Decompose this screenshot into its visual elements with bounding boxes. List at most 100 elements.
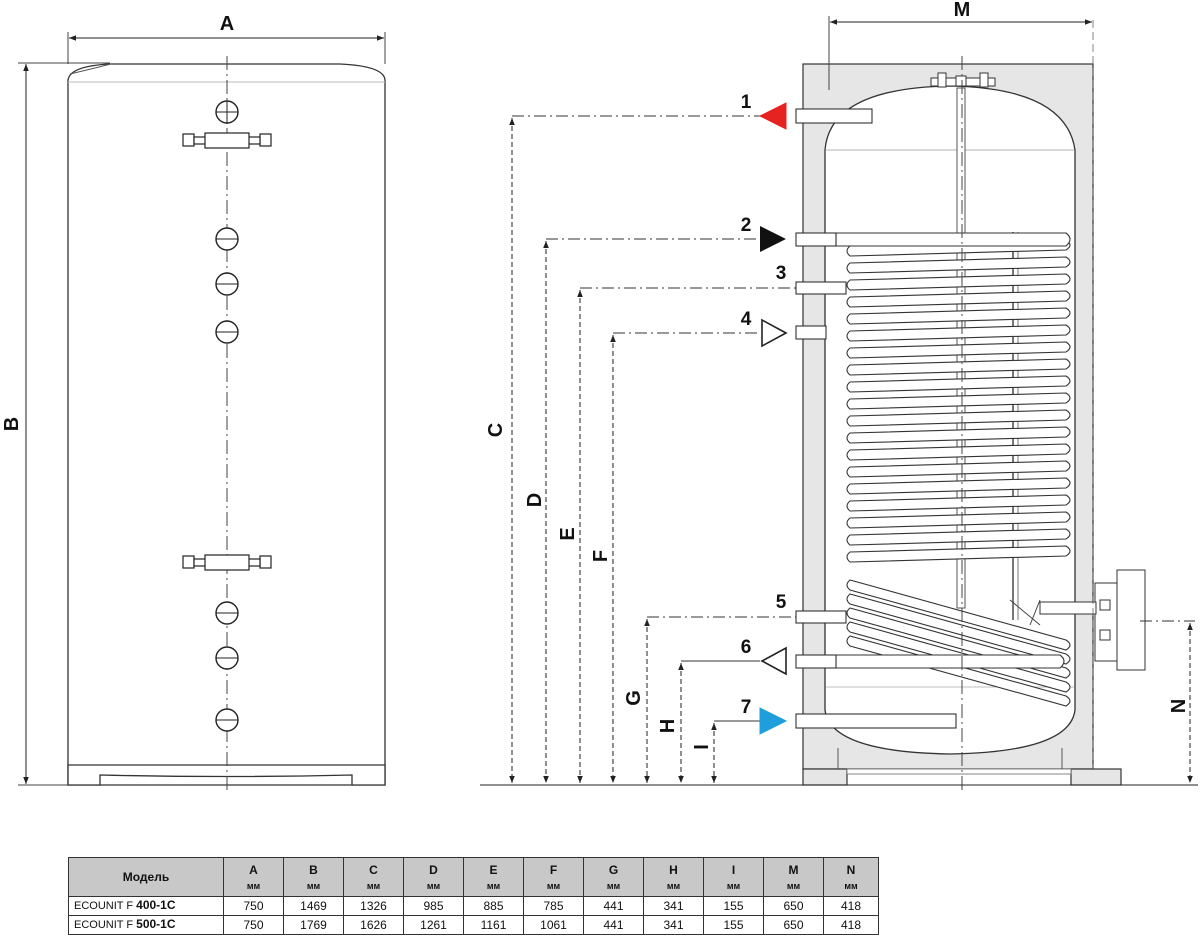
front-upper-flange (182, 132, 272, 149)
table-cell: 341 (643, 915, 704, 935)
table-cell: 785 (523, 896, 584, 916)
top-anode-fitting (930, 72, 996, 88)
dim-label-d: D (524, 493, 546, 507)
front-view: A B (1, 13, 386, 790)
coil-turn (846, 290, 1071, 308)
coil-turn (846, 635, 1071, 707)
coil-turn (846, 392, 1071, 410)
table-header-model: Модель (68, 857, 224, 897)
coil-turn (846, 324, 1071, 342)
coil-turn (846, 358, 1071, 376)
circulation-icon (761, 318, 788, 348)
coil-turn (846, 375, 1071, 393)
connection-number-5: 5 (776, 592, 787, 613)
technical-drawing: A B (1, 0, 1198, 790)
coil-turn (846, 307, 1071, 325)
coil-turn (846, 409, 1071, 427)
table-cell: 985 (403, 896, 464, 916)
connection-number-7: 7 (741, 697, 752, 718)
table-cell: 1061 (523, 915, 584, 935)
coil-turn (846, 593, 1071, 665)
table-cell: 1161 (463, 915, 524, 935)
table-cell: 750 (223, 896, 284, 916)
connection-number-2: 2 (741, 215, 752, 236)
model-cell: ECOUNIT F 400-1C (68, 896, 224, 916)
table-cell: 1769 (283, 915, 344, 935)
dim-label-g: G (623, 690, 645, 706)
table-cell: 341 (643, 896, 704, 916)
tank-foot-left (802, 768, 848, 786)
heater-flange (1009, 569, 1146, 671)
nipple-5 (795, 610, 847, 624)
dim-label-c: C (485, 423, 507, 437)
coil-turn (846, 528, 1071, 546)
dim-label-h: H (657, 719, 679, 733)
table-cell: 750 (223, 915, 284, 935)
coil-turn (846, 426, 1071, 444)
coil-turn (846, 477, 1071, 495)
heating-coil (835, 232, 1071, 707)
table-cell: 650 (763, 915, 824, 935)
dim-label-f: F (590, 550, 612, 562)
hot-water-outlet-icon (758, 102, 787, 130)
front-lower-flange (182, 554, 272, 571)
table-row: ECOUNIT F 500-1C 750 1769 1626 1261 1161… (68, 915, 879, 935)
nipple-1 (795, 108, 873, 124)
connection-number-3: 3 (776, 263, 787, 284)
coil-turn (846, 443, 1071, 461)
coil-turn (846, 579, 1071, 651)
dim-label-a: A (220, 13, 234, 35)
table-cell: 1626 (343, 915, 404, 935)
coil-turn (835, 654, 1065, 669)
table-row: ECOUNIT F 400-1C 750 1469 1326 985 885 7… (68, 896, 879, 916)
coil-turn (846, 511, 1071, 529)
dim-label-i: I (691, 744, 713, 750)
table-cell: 418 (823, 915, 879, 935)
section-view: M C D E F (480, 0, 1198, 790)
table-cell: 885 (463, 896, 524, 916)
nipple-4 (795, 325, 827, 340)
model-cell: ECOUNIT F 500-1C (68, 915, 224, 935)
connection-number-6: 6 (741, 637, 752, 658)
dim-label-b: B (1, 417, 23, 431)
table-cell: 1326 (343, 896, 404, 916)
coil-turn (846, 460, 1071, 478)
table-cell: 441 (583, 896, 644, 916)
nipple-2 (795, 232, 837, 247)
nipple-3 (795, 281, 847, 295)
coil-turn (846, 341, 1071, 359)
dim-label-m: M (954, 0, 971, 21)
coil-turn (846, 273, 1071, 291)
connection-number-4: 4 (741, 309, 752, 330)
table-cell: 650 (763, 896, 824, 916)
coil-inlet-icon (760, 226, 786, 252)
coil-return-icon (760, 646, 787, 676)
connection-nipples (795, 108, 957, 729)
coil-turn (846, 256, 1071, 274)
tank-foot-right (1070, 768, 1122, 786)
cold-water-inlet-icon (759, 707, 788, 735)
connection-number-1: 1 (741, 92, 752, 113)
tank-front-base (67, 764, 386, 786)
table-cell: 1261 (403, 915, 464, 935)
table-cell: 418 (823, 896, 879, 916)
coil-turn (846, 545, 1071, 563)
nipple-7 (795, 713, 957, 729)
dim-label-e: E (557, 527, 579, 540)
table-cell: 441 (583, 915, 644, 935)
nipple-6 (795, 654, 837, 669)
table-cell: 1469 (283, 896, 344, 916)
